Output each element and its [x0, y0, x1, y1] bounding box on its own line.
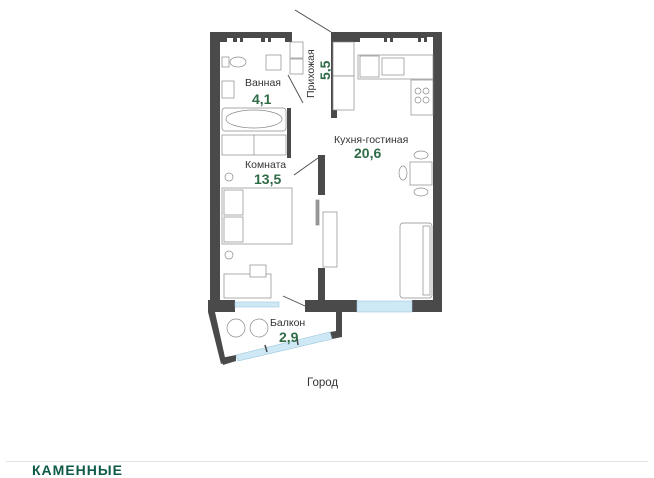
brand-logo: КАМЕННЫЕ [32, 462, 123, 478]
room-area-kitchen-living: 20,6 [354, 145, 382, 161]
room-area-hallway: 5,5 [317, 60, 333, 80]
room-area-balcony: 2,9 [279, 329, 299, 345]
room-label-balcony: Балкон [270, 317, 306, 329]
footer-divider [6, 461, 648, 462]
room-label-hallway: Прихожая [305, 49, 317, 98]
walls [208, 32, 442, 365]
entrance-door [294, 9, 332, 33]
room-area-bedroom: 13,5 [254, 171, 282, 187]
furniture [221, 41, 434, 338]
orientation-label: Город [307, 377, 339, 389]
room-label-kitchen-living: Кухня-гостиная [334, 134, 409, 146]
windows [234, 300, 413, 362]
room-label-bathroom: Ванная [245, 77, 281, 89]
room-area-bathroom: 4,1 [252, 91, 272, 107]
room-label-bedroom: Комната [245, 159, 287, 171]
